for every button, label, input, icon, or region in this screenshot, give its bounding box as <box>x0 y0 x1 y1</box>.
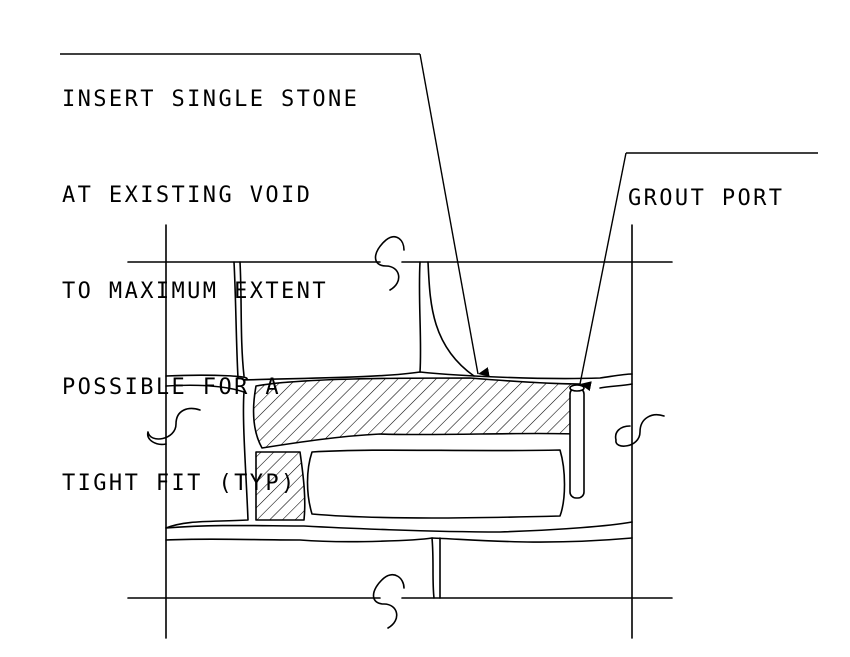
inserted-stone-small <box>255 451 306 521</box>
stone-note-line-1: INSERT SINGLE STONE <box>62 87 360 112</box>
grout-port-label: GROUT PORT <box>628 186 785 211</box>
stone-note-line-5: TIGHT FIT (TYP) <box>62 471 297 496</box>
upper-course-joint-middle <box>418 261 475 377</box>
grout-port-tube <box>569 384 585 499</box>
right-stone-outline <box>599 383 633 389</box>
grout-note-leader <box>579 152 627 392</box>
left-break-symbol <box>146 407 201 446</box>
upper-bed-joint-bottom <box>165 384 249 529</box>
stone-note-line-2: AT EXISTING VOID <box>62 183 313 208</box>
top-break-symbol <box>374 235 405 291</box>
grout-port-callout: GROUT PORT <box>628 119 784 247</box>
stone-note-line-3: TO MAXIMUM EXTENT <box>62 279 328 304</box>
lower-bed-joint-bottom <box>165 537 633 543</box>
bottom-break-symbol <box>372 573 405 629</box>
lower-bed-joint-top <box>165 521 633 533</box>
lower-course-joint <box>431 537 441 599</box>
inserted-stone-main <box>252 377 581 449</box>
stone-callout-note: INSERT SINGLE STONE AT EXISTING VOID TO … <box>62 20 359 532</box>
upper-course-joint-left <box>233 261 245 379</box>
right-break-symbol <box>614 414 665 447</box>
lower-stone-outline <box>306 449 566 519</box>
stone-note-line-4: POSSIBLE FOR A <box>62 375 282 400</box>
stone-note-leader <box>419 53 490 377</box>
upper-bed-joint-top <box>165 371 633 381</box>
